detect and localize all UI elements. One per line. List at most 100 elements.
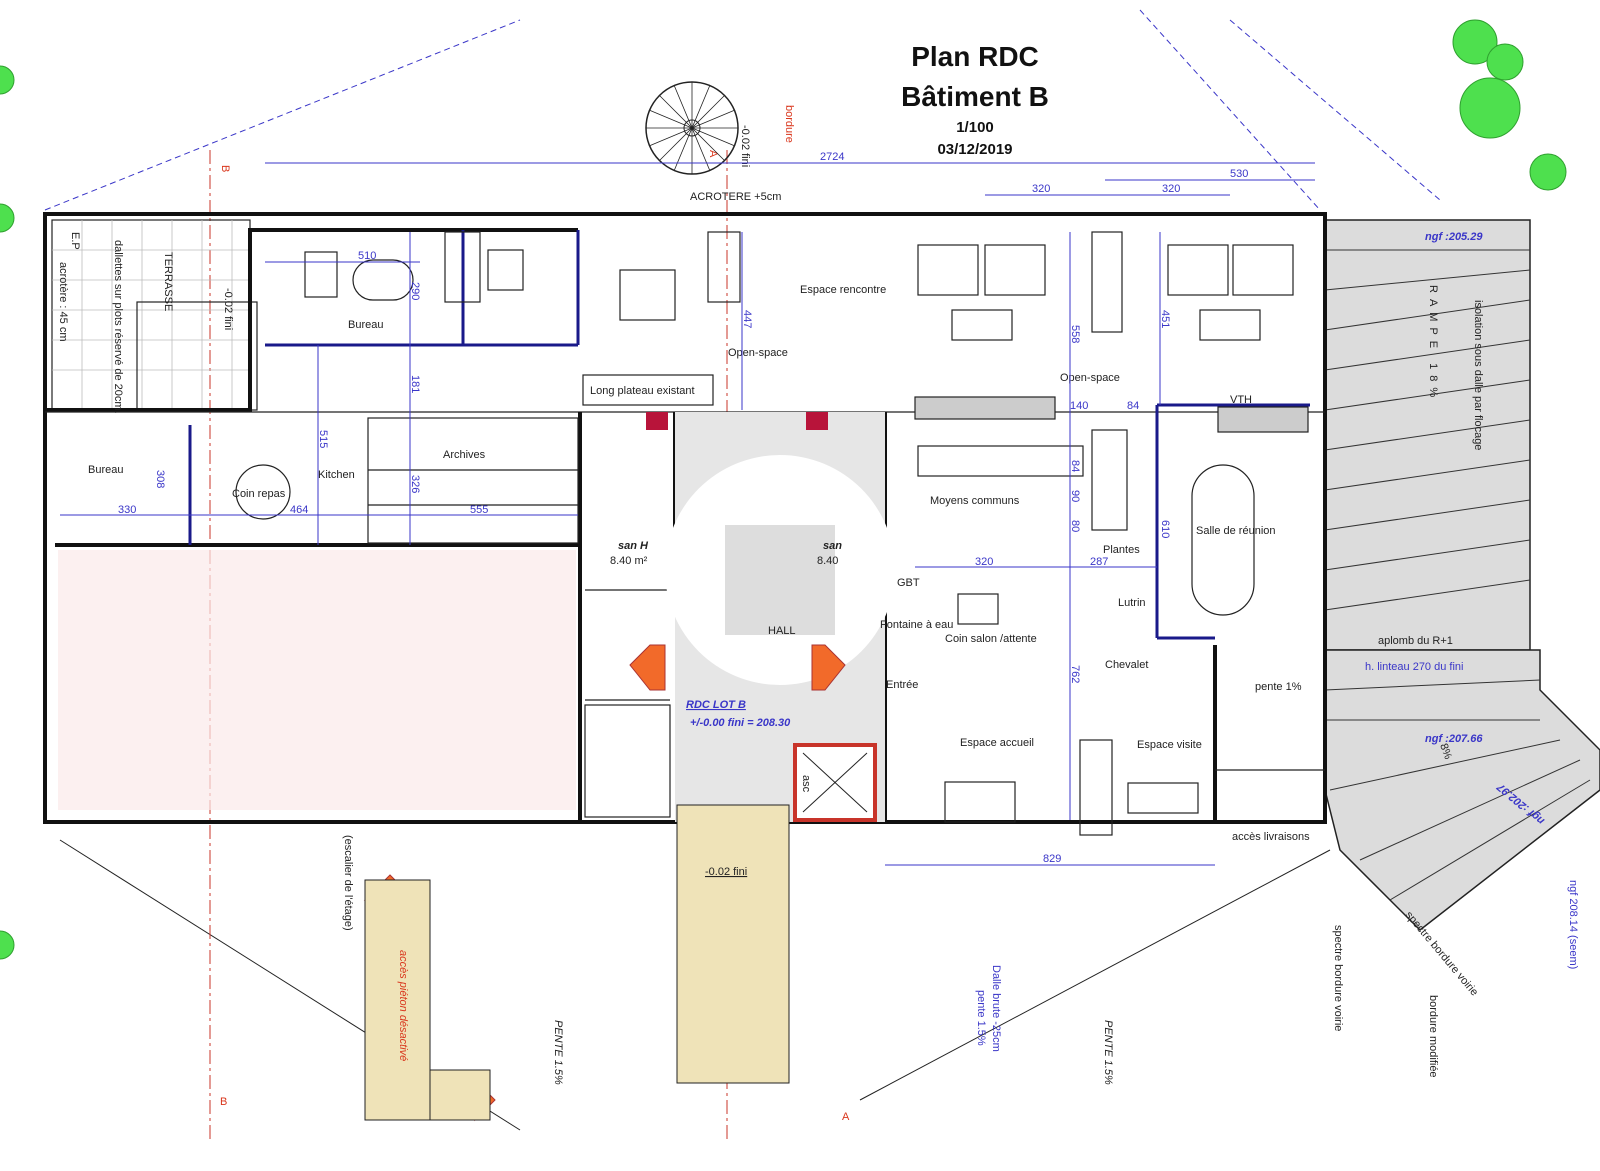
terrasse-level: -0.02 fini [222, 288, 234, 330]
open-space-2: Open-space [1060, 372, 1120, 384]
kitchen-label: Kitchen [318, 469, 355, 481]
terrasse-grid [52, 220, 250, 410]
terrasse-note: dallettes sur plots réservé de 20cm. [112, 240, 124, 414]
dim-530: 530 [1230, 168, 1248, 180]
dim-181: 181 [409, 375, 421, 393]
fini-bottom-label: -0.02 fini [705, 866, 747, 878]
coin-salon-label: Coin salon /attente [945, 633, 1037, 645]
chevalet-label: Chevalet [1105, 659, 1148, 671]
aplomb-label: aplomb du R+1 [1378, 635, 1453, 647]
dim-2724: 2724 [820, 151, 844, 163]
dim-308: 308 [154, 470, 166, 488]
dim-320-a: 320 [1032, 183, 1050, 195]
dim-80: 80 [1069, 520, 1081, 532]
dim-451: 451 [1159, 310, 1171, 328]
moyens-communs-label: Moyens communs [930, 495, 1020, 507]
plantes-label: Plantes [1103, 544, 1140, 556]
overlay-square [725, 525, 835, 635]
plan-scale: 1/100 [956, 119, 994, 136]
dim-555: 555 [470, 504, 488, 516]
fontaine-label: Fontaine à eau [880, 619, 953, 631]
dim-610: 610 [1159, 520, 1171, 538]
san-f-area: 8.40 [817, 555, 838, 567]
linteau-label: h. linteau 270 du fini [1365, 661, 1463, 673]
tech-box [646, 412, 668, 430]
fini-top-label: -0.02 fini [739, 125, 751, 167]
dim-510: 510 [358, 250, 376, 262]
dim-326: 326 [409, 475, 421, 493]
isolation-label: isolation sous dalle par flocage [1472, 300, 1484, 450]
rdc-lot-label: RDC LOT B [686, 699, 746, 711]
dim-464: 464 [290, 504, 308, 516]
plan-title: Plan RDC [911, 41, 1039, 72]
axis-label-b-bottom: B [220, 1096, 227, 1108]
terrasse-label: TERRASSE [162, 252, 174, 311]
pente-b-label: PENTE 1.5% [1102, 1020, 1114, 1085]
interior-walls [45, 228, 1325, 822]
escalier-label: (escalier de l'étage) [342, 835, 354, 931]
vth-label: VTH [1230, 394, 1252, 406]
espace-visite-label: Espace visite [1137, 739, 1202, 751]
long-plateau-box [582, 374, 714, 406]
dalle-brute-label: Dalle brute -25cm [990, 965, 1002, 1052]
archives-label: Archives [443, 449, 486, 461]
san-h-area: 8.40 m² [610, 555, 648, 567]
spiral-staircase [645, 81, 739, 175]
tree-icons [0, 19, 1567, 960]
dim-90: 90 [1069, 490, 1081, 502]
ramp [1324, 219, 1600, 931]
acrotere-label: ACROTERE +5cm [690, 191, 781, 203]
access-path-center [676, 804, 790, 1084]
ngf-208-14: ngf 208.14 (seem) [1567, 880, 1579, 969]
bordure-modifiee-label: bordure modifiée [1427, 995, 1439, 1078]
bordure-label: bordure [783, 105, 795, 143]
salle-reunion-label: Salle de réunion [1196, 525, 1276, 537]
dim-140: 140 [1070, 400, 1088, 412]
ep-label: E.P [69, 232, 81, 250]
long-plateau-label: Long plateau existant [590, 385, 695, 397]
dimensions: 510 290 181 447 515 308 330 464 326 555 … [60, 232, 1215, 866]
faded-area [58, 550, 576, 810]
hall-label: HALL [768, 625, 796, 637]
axis-label-a-bottom: A [842, 1111, 850, 1123]
ngf-205-29: ngf :205.29 [1425, 231, 1483, 243]
pente-1-label: pente 1% [1255, 681, 1302, 693]
acces-pmr-label: accès piéton désactivé [397, 950, 409, 1061]
tech-box [806, 412, 828, 430]
bureau-left-label: Bureau [88, 464, 123, 476]
san-h-label: san H [618, 540, 649, 552]
dim-287: 287 [1090, 556, 1108, 568]
ramp-label: RAMPE 18% [1427, 285, 1439, 403]
dim-330: 330 [118, 504, 136, 516]
dim-320-c: 320 [975, 556, 993, 568]
access-path-left-lower [429, 1069, 491, 1121]
axis-label-b-top: B [219, 165, 231, 172]
lutrin-label: Lutrin [1118, 597, 1146, 609]
dim-558: 558 [1069, 325, 1081, 343]
espace-accueil-label: Espace accueil [960, 737, 1034, 749]
spectre-2-label: spectre bordure voirie [1403, 909, 1481, 998]
dim-762: 762 [1069, 665, 1081, 683]
plan-date: 03/12/2019 [937, 141, 1012, 158]
open-space-1: Open-space [728, 347, 788, 359]
plan-subtitle: Bâtiment B [901, 81, 1049, 112]
terrasse-inner [136, 301, 258, 411]
pente-a-label: PENTE 1.5% [552, 1020, 564, 1085]
dim-290: 290 [409, 282, 421, 300]
elevator-label: asc [800, 775, 812, 793]
rdc-level-label: +/-0.00 fini = 208.30 [690, 717, 791, 729]
dim-84: 84 [1127, 400, 1139, 412]
dim-515: 515 [317, 430, 329, 448]
acces-livraisons-label: accès livraisons [1232, 831, 1310, 843]
dim-447: 447 [741, 310, 753, 328]
coin-repas-label: Coin repas [232, 488, 286, 500]
dim-84b: 84 [1069, 460, 1081, 472]
bureau-top-label: Bureau [348, 319, 383, 331]
diagonal-line [859, 849, 1331, 1101]
site-lines [44, 9, 1441, 211]
dim-320-b: 320 [1162, 183, 1180, 195]
entree-label: Entrée [886, 679, 918, 691]
dim-829: 829 [1043, 853, 1061, 865]
elevator-cross [802, 752, 868, 813]
